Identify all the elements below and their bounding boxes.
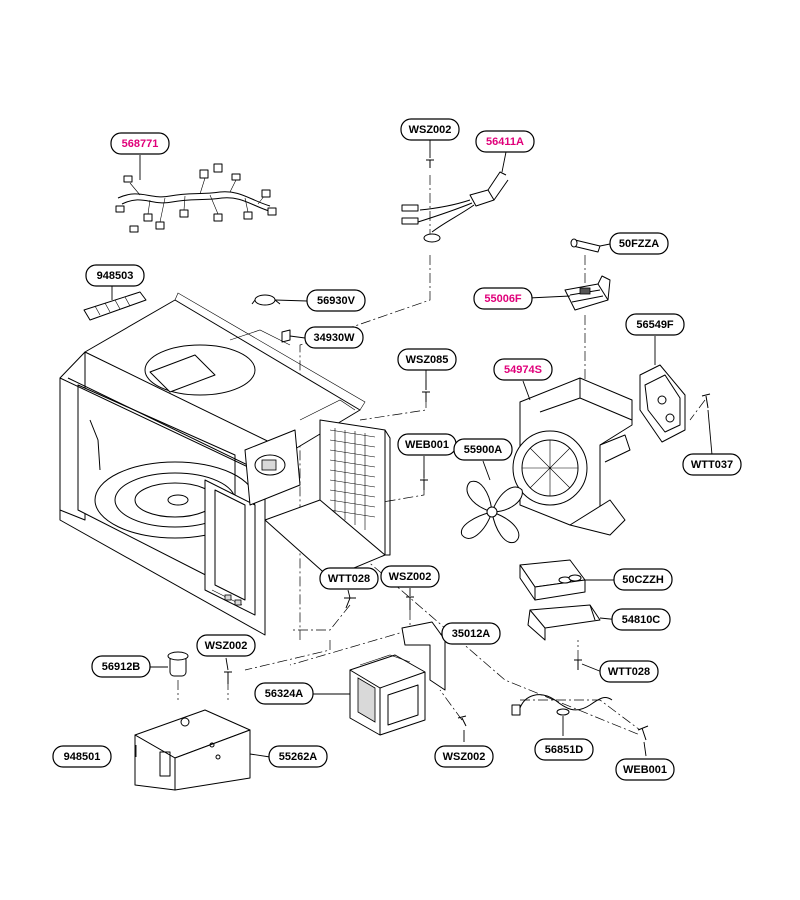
callout-55006f: 55006F xyxy=(473,287,533,310)
fuse-drawing xyxy=(570,238,601,253)
callout-56324a: 56324A xyxy=(254,682,314,705)
label-54810c: 54810C xyxy=(622,614,661,626)
label-wsz002-left: WSZ002 xyxy=(205,640,248,652)
capacitor-drawing xyxy=(519,559,586,601)
label-56930v: 56930V xyxy=(317,295,356,307)
callout-948501: 948501 xyxy=(52,745,112,768)
label-web001-mid: WEB001 xyxy=(405,439,449,451)
label-54974s: 54974S xyxy=(504,364,542,376)
screws xyxy=(224,391,711,741)
label-56912b: 56912B xyxy=(102,661,141,673)
fuse-holder-drawing xyxy=(564,275,611,311)
label-wtt028-right: WTT028 xyxy=(608,666,650,678)
label-55006f: 55006F xyxy=(484,293,522,305)
label-34930w: 34930W xyxy=(314,332,356,344)
label-56324a: 56324A xyxy=(265,688,304,700)
power-cord-drawing xyxy=(511,694,613,716)
label-55900a: 55900A xyxy=(464,444,503,456)
label-56549f: 56549F xyxy=(636,319,674,331)
callout-web001-bottom: WEB001 xyxy=(615,758,675,781)
callout-wtt028-left: WTT028 xyxy=(319,567,379,590)
callout-55900a: 55900A xyxy=(453,438,513,461)
oven-cavity-drawing xyxy=(59,292,391,636)
gasket-drawing xyxy=(83,291,147,321)
callout-948503: 948503 xyxy=(85,264,145,287)
label-55262a: 55262A xyxy=(279,751,318,763)
fan-duct-drawing xyxy=(512,377,633,536)
leader-lines xyxy=(111,140,713,758)
label-50czzh: 50CZZH xyxy=(622,574,664,586)
magnetron-tube-drawing xyxy=(167,651,189,677)
wire-harness-drawing xyxy=(115,163,277,233)
label-wsz085: WSZ085 xyxy=(406,354,449,366)
callout-54974s: 54974S xyxy=(493,358,553,381)
callout-wsz002-left: WSZ002 xyxy=(196,634,256,657)
callout-56411a: 56411A xyxy=(475,130,535,153)
label-wtt037: WTT037 xyxy=(691,459,733,471)
bottom-case-drawing xyxy=(134,709,251,791)
transformer-bracket-drawing xyxy=(401,621,446,691)
callout-54810c: 54810C xyxy=(611,608,671,631)
callout-55262a: 55262A xyxy=(268,745,328,768)
fan-blade-drawing xyxy=(460,480,523,544)
duct-bracket-drawing xyxy=(639,364,686,443)
label-948503: 948503 xyxy=(97,270,134,282)
callout-wsz002-top: WSZ002 xyxy=(400,118,460,141)
capacitor-bracket-drawing xyxy=(527,604,601,641)
label-35012a: 35012A xyxy=(452,628,491,640)
label-web001-bottom: WEB001 xyxy=(623,764,667,776)
label-568771: 568771 xyxy=(122,138,159,150)
callout-wsz085: WSZ085 xyxy=(397,348,457,371)
callout-wtt037: WTT037 xyxy=(682,453,742,476)
callout-56549f: 56549F xyxy=(625,313,685,336)
callout-50czzh: 50CZZH xyxy=(613,568,673,591)
callout-568771: 568771 xyxy=(110,132,170,155)
callout-wtt028-right: WTT028 xyxy=(599,660,659,683)
callout-50fzza: 50FZZA xyxy=(609,232,669,255)
label-56851d: 56851D xyxy=(545,744,584,756)
callout-34930w: 34930W xyxy=(304,326,364,349)
label-50fzza: 50FZZA xyxy=(619,238,659,250)
transformer-drawing xyxy=(349,654,426,736)
callout-wsz002-bottom: WSZ002 xyxy=(434,745,494,768)
thermal-wire-drawing xyxy=(401,159,509,243)
label-wsz002-mid: WSZ002 xyxy=(389,571,432,583)
callout-56930v: 56930V xyxy=(306,289,366,312)
callout-35012a: 35012A xyxy=(441,622,501,645)
callout-web001-mid: WEB001 xyxy=(397,433,457,456)
label-56411a: 56411A xyxy=(486,136,524,148)
label-wsz002-bottom: WSZ002 xyxy=(443,751,486,763)
label-wsz002-top: WSZ002 xyxy=(409,124,452,136)
callout-56912b: 56912B xyxy=(91,655,151,678)
clip-drawing xyxy=(281,329,291,343)
label-948501: 948501 xyxy=(64,751,101,763)
callout-56851d: 56851D xyxy=(534,738,594,761)
callout-wsz002-mid: WSZ002 xyxy=(380,565,440,588)
label-wtt028-left: WTT028 xyxy=(328,573,370,585)
